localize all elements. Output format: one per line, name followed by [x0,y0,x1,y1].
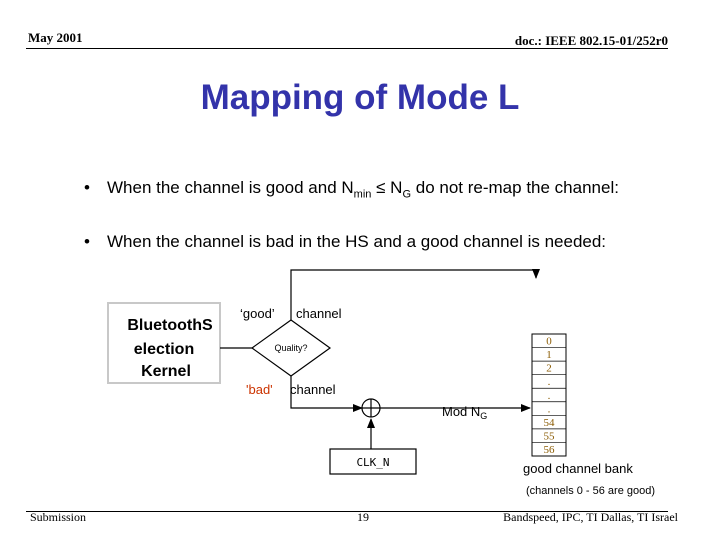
kernel-line-1: BluetoothS [127,317,213,334]
bullet-1-mid: ≤ N [371,178,403,197]
quality-label: Quality? [274,343,307,353]
good-label: ‘good’ [240,306,275,321]
footer-submission: Submission [30,510,87,524]
clk-label: CLK_N [356,456,389,469]
bank-entry: 1 [546,349,552,361]
footer-authors: Bandspeed, IPC, TI Dallas, TI Israel [503,510,678,524]
bank-caption: good channel bank [523,461,633,476]
bank-note: (channels 0 - 56 are good) [526,485,655,497]
bad-path-arrow [290,376,363,412]
bullet-text-1: When the channel is good and Nmin ≤ NG d… [107,178,619,200]
bank-entry: . [548,390,551,402]
footer-page-number: 19 [357,510,369,524]
kernel-line-3: Kernel [141,363,191,380]
bank-entry: . [548,403,551,415]
clk-box [329,448,417,475]
bank-entry: 56 [544,444,556,456]
bullet-1-pre: When the channel is good and N [107,178,354,197]
bullet-1-sub-min: min [353,188,372,201]
slide-title: Mapping of Mode L [200,78,520,117]
mod-sub: G [480,411,487,421]
header-rule [26,48,668,49]
bullet-1-post: do not re-map the channel: [411,178,619,197]
mod-label: Mod NG [442,404,487,421]
kernel-line-2: election [134,341,194,358]
bank-entry: . [548,376,551,388]
bank-entry: 0 [546,336,552,348]
good-channel-label: channel [296,306,342,321]
bad-label: 'bad' [246,382,273,397]
bullet-marker-2: • [84,232,90,251]
bullet-text-2: When the channel is bad in the HS and a … [107,232,607,251]
bank-entry: 54 [544,417,556,429]
bad-channel-label: channel [290,382,336,397]
header-doc-id: doc.: IEEE 802.15-01/252r0 [514,33,668,48]
footer-rule [26,511,668,512]
bullet-1-sub-g: G [402,188,412,201]
good-path-arrow [290,269,540,320]
mod-prefix: Mod N [442,404,480,419]
channel-bank [531,333,567,457]
bank-entry: 55 [544,430,556,442]
kernel-box [107,302,221,384]
bank-entry: 2 [546,363,552,375]
bullet-marker-1: • [84,178,90,197]
header-date: May 2001 [28,30,83,45]
